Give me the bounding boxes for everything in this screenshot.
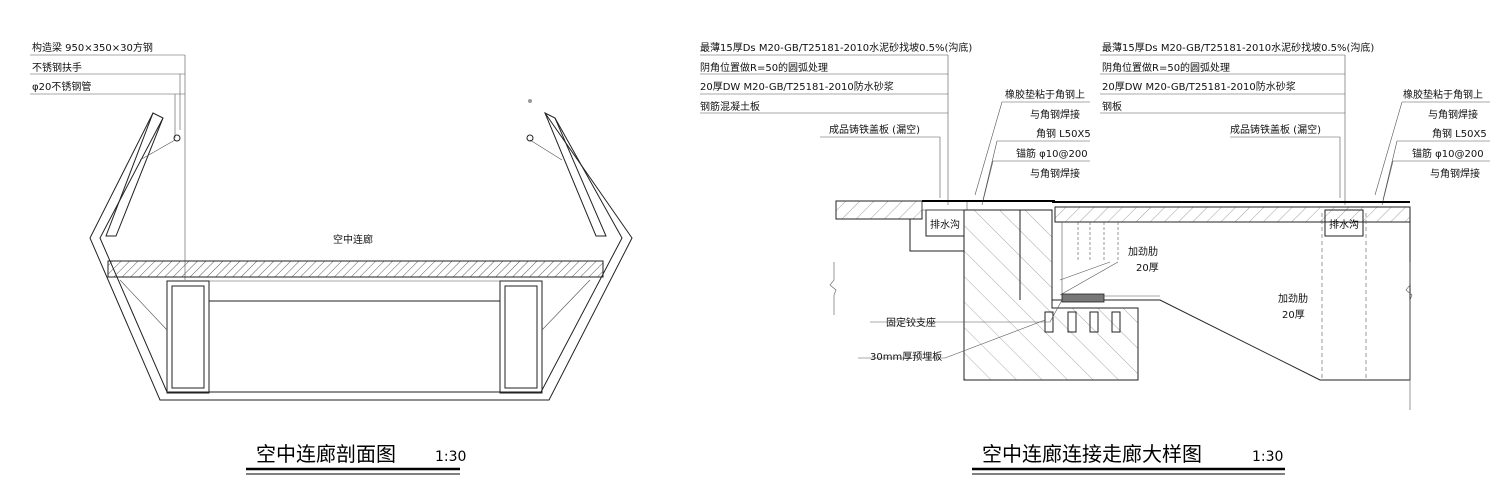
anchor-a-label-1: 与角钢焊接 — [1030, 167, 1080, 180]
note-a-1: 阴角位置做R=50的圆弧处理 — [700, 61, 828, 74]
rubber-a-label-0: 橡胶垫粘于角钢上 — [1005, 88, 1085, 101]
rubber-b-label-1: 与角钢焊接 — [1428, 108, 1478, 121]
rib-b-label-1: 20厚 — [1282, 309, 1305, 321]
note-b-0: 最薄15厚Ds M20-GB/T25181-2010水泥砂找坡0.5%(沟底) — [1102, 41, 1374, 54]
right-detail-drawing — [700, 54, 1490, 410]
left-scale: 1:30 — [435, 449, 466, 465]
left-section-drawing — [30, 54, 633, 401]
anchor-a-label-0: 锚筋 φ10@200 — [1016, 147, 1088, 160]
rubber-a-label-1: 与角钢焊接 — [1030, 108, 1080, 121]
rib-a-label-1: 20厚 — [1136, 262, 1159, 274]
drain-b-label: 排水沟 — [1329, 218, 1359, 231]
cover-a-label: 成品铸铁盖板 (漏空) — [829, 123, 920, 136]
note-a-3: 钢筋混凝土板 — [700, 100, 760, 113]
anchor-b-label-1: 与角钢焊接 — [1430, 167, 1480, 180]
note-b-3: 钢板 — [1102, 100, 1122, 113]
rubber-b-label-0: 橡胶垫粘于角钢上 — [1403, 88, 1483, 101]
left-title: 空中连廊剖面图 — [256, 442, 396, 466]
note-a-2: 20厚DW M20-GB/T25181-2010防水砂浆 — [700, 80, 894, 93]
rib-b-label-0: 加劲肋 — [1278, 292, 1308, 305]
left-label-pipe: φ20不锈钢管 — [32, 80, 91, 93]
note-b-1: 阴角位置做R=50的圆弧处理 — [1102, 61, 1230, 74]
left-label-handrail: 不锈钢扶手 — [32, 61, 82, 74]
rib-a-label-0: 加劲肋 — [1128, 245, 1158, 258]
note-a-0: 最薄15厚Ds M20-GB/T25181-2010水泥砂找坡0.5%(沟底) — [700, 41, 972, 54]
left-center-label: 空中连廊 — [333, 233, 373, 246]
angle-b-label: 角钢 L50X5 — [1432, 127, 1487, 140]
right-scale: 1:30 — [1252, 449, 1283, 465]
anchor-b-label-0: 锚筋 φ10@200 — [1412, 147, 1484, 160]
right-title: 空中连廊连接走廊大样图 — [982, 442, 1202, 466]
angle-a-label: 角钢 L50X5 — [1036, 127, 1091, 140]
note-b-2: 20厚DW M20-GB/T25181-2010防水砂浆 — [1102, 80, 1296, 93]
plate-label: 30mm厚预埋板 — [870, 350, 942, 363]
drain-a-label: 排水沟 — [930, 218, 960, 231]
left-label-beam: 构造梁 950×350×30方钢 — [32, 41, 153, 54]
cover-b-label: 成品铸铁盖板 (漏空) — [1230, 123, 1321, 136]
support-label: 固定铰支座 — [886, 316, 936, 329]
